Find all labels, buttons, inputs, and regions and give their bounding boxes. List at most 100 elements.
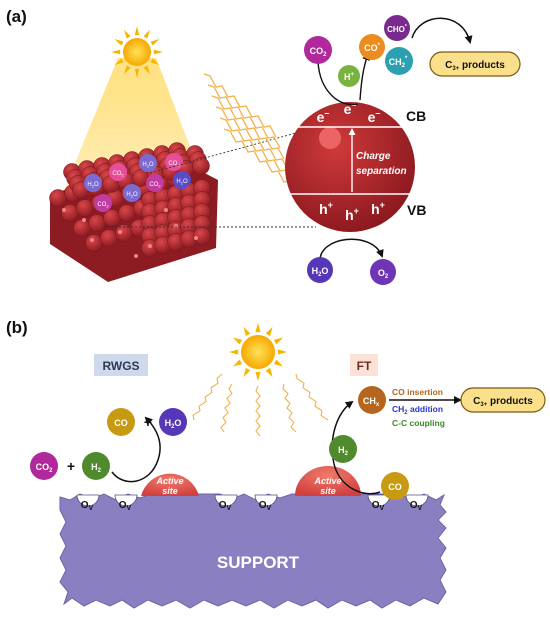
surface-h2o-text: H2O	[126, 192, 138, 199]
o2-molecule	[370, 259, 396, 285]
ft-label: FT	[357, 359, 372, 373]
zoom-line-top	[149, 132, 297, 174]
h2-molecule-ft	[329, 435, 357, 463]
charge-separation-label-1: Charge	[356, 151, 391, 162]
surface-h2o-bubble	[84, 174, 102, 192]
cc-coupling-label: C-C coupling	[392, 418, 445, 428]
catalyst-particle	[193, 227, 211, 245]
co-star-molecule	[359, 34, 385, 60]
catalyst-highlight	[90, 238, 94, 242]
panel-a-label: (a)	[6, 7, 27, 26]
light-wave	[192, 373, 223, 421]
active-site-left	[141, 473, 199, 496]
product-box-b	[460, 387, 546, 413]
sun-ray	[273, 337, 284, 345]
co-star-label: CO*	[364, 43, 381, 53]
product-box-a	[429, 51, 521, 77]
co2-molecule	[304, 36, 332, 64]
sun-disc	[241, 335, 275, 369]
sun-ray	[232, 359, 243, 367]
catalyst-sphere-icon	[285, 102, 415, 232]
light-wave	[223, 128, 297, 193]
catalyst-particle	[192, 157, 210, 175]
sun-ray	[265, 367, 273, 378]
sun-ray	[124, 29, 131, 39]
surface-co2-bubble	[109, 163, 127, 181]
sun-ray	[124, 65, 131, 75]
support-label: SUPPORT	[217, 553, 300, 572]
catalyst-highlight	[134, 254, 138, 258]
product-label-a: C3+ products	[445, 60, 505, 72]
surface-co2-text: CO2	[149, 182, 161, 189]
h-plus-ion	[338, 65, 360, 87]
catalyst-highlight	[194, 236, 198, 240]
surface-co2-bubble	[94, 194, 112, 212]
chx-molecule	[358, 386, 386, 414]
catalyst-highlight	[148, 244, 152, 248]
co-label-rwgs: CO	[114, 418, 128, 428]
h2-molecule-b	[82, 452, 110, 480]
h2o-label: H2O	[312, 266, 329, 278]
panel-b-label: (b)	[6, 318, 28, 337]
co-label-ft: CO	[388, 482, 402, 492]
ch2-star-label: CH2*	[389, 56, 408, 69]
surface-co2-text: CO2	[97, 202, 109, 209]
active-site-left-label-1: Active	[155, 476, 183, 486]
sun-ray	[232, 337, 243, 345]
oxygen-vacancy	[214, 494, 238, 507]
catalyst-particle	[76, 199, 94, 217]
catalyst-particle	[118, 204, 136, 222]
light-wave	[219, 117, 293, 182]
light-wave	[295, 373, 329, 421]
oxygen-vacancy	[76, 494, 100, 507]
sun-ray	[134, 68, 140, 78]
plus-sign: +	[144, 414, 152, 430]
rwgs-box	[94, 354, 148, 376]
oxygen-vacancy-label: OV	[81, 500, 94, 512]
electron-3: e–	[368, 108, 381, 125]
ch2-addition-label: CH2 addition	[392, 404, 443, 416]
h2-label-b: H2	[91, 462, 102, 474]
hole-3: h+	[371, 200, 385, 217]
oxygen-vacancy	[254, 494, 278, 507]
hole-1: h+	[319, 200, 333, 217]
chx-label: CHx	[363, 396, 380, 408]
surface-h2o-bubble	[123, 184, 141, 202]
sun-ray	[255, 371, 261, 381]
sun-ray	[134, 26, 140, 36]
oxygen-vacancy-label: OV	[219, 500, 232, 512]
cho-star-molecule	[384, 15, 410, 41]
vb-label: VB	[407, 202, 426, 218]
catalyst-cube-icon	[49, 142, 218, 282]
sun-ray	[150, 58, 160, 65]
h-plus-label: H+	[344, 72, 355, 82]
catalyst-highlight	[118, 230, 122, 234]
sun-ray	[114, 39, 124, 46]
sun-icon	[111, 26, 163, 78]
light-wave	[203, 73, 277, 138]
surface-h2o-text: H2O	[87, 182, 99, 189]
co2-label: CO2	[310, 46, 328, 58]
plus-sign: +	[67, 458, 75, 474]
sun-ray	[265, 326, 273, 337]
sun-ray	[255, 323, 261, 333]
surface-h2o-text: H2O	[176, 179, 188, 186]
curved-arrow-icon	[359, 52, 370, 101]
hole-2: h+	[345, 206, 359, 223]
catalyst-particle	[103, 209, 121, 227]
catalyst-particle	[61, 204, 79, 222]
co2-label-b: CO2	[36, 462, 54, 474]
surface-h2o-text: H2O	[142, 162, 154, 169]
catalyst-highlight	[62, 208, 66, 212]
sun-ray	[153, 49, 163, 55]
curved-arrow-icon	[319, 238, 384, 263]
catalyst-particle	[73, 219, 91, 237]
oxygen-vacancy-label: OV	[372, 500, 385, 512]
sun-ray	[229, 349, 239, 355]
light-wave	[220, 383, 233, 433]
h2o-label-rwgs: H2O	[165, 418, 182, 430]
oxygen-vacancy	[114, 494, 138, 507]
ch2-star-molecule	[385, 47, 413, 75]
catalyst-particle	[85, 234, 103, 252]
